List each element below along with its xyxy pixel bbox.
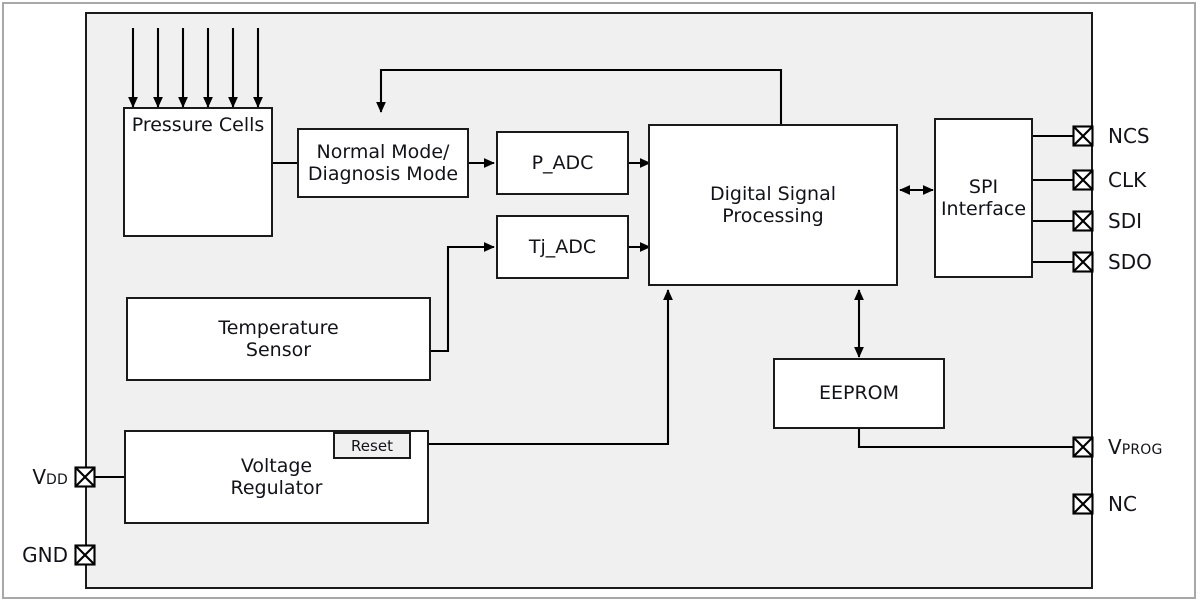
- block-mode-line1: Normal Mode/: [316, 140, 450, 163]
- pin-label-ncs: NCS: [1108, 126, 1150, 146]
- pin-vdd-base: V: [32, 465, 47, 489]
- pin-label-clk: CLK: [1108, 170, 1146, 190]
- pin-label-sdi: SDI: [1108, 211, 1142, 231]
- block-reset[interactable]: Reset: [333, 432, 411, 459]
- pin-label-gnd: GND: [0, 545, 68, 565]
- block-eeprom[interactable]: EEPROM: [773, 358, 945, 429]
- block-dsp[interactable]: Digital Signal Processing: [648, 124, 898, 286]
- pin-nc-base: NC: [1108, 492, 1137, 516]
- block-spi-interface[interactable]: SPI Interface: [934, 118, 1033, 278]
- pin-label-nc: NC: [1108, 494, 1137, 514]
- pin-ncs-base: NCS: [1108, 124, 1150, 148]
- block-tj-adc[interactable]: Tj_ADC: [496, 215, 629, 279]
- block-voltage-regulator-line2: Regulator: [230, 477, 323, 499]
- pin-clk-base: CLK: [1108, 168, 1147, 192]
- block-temp-sensor-line1: Temperature: [218, 316, 339, 339]
- pin-vprog-base: V: [1108, 435, 1122, 459]
- block-pressure-cells[interactable]: Pressure Cells: [123, 107, 273, 237]
- block-mode-line2: Diagnosis Mode: [307, 163, 459, 185]
- block-tj-adc-label: Tj_ADC: [528, 235, 597, 258]
- pin-vprog-sub: PROG: [1121, 442, 1163, 458]
- block-eeprom-label: EEPROM: [818, 382, 900, 405]
- pin-gnd-base: GND: [22, 543, 68, 567]
- block-p-adc[interactable]: P_ADC: [496, 131, 629, 195]
- block-reset-label: Reset: [351, 436, 393, 455]
- block-dsp-line2: Processing: [722, 205, 824, 227]
- block-spi-line1: SPI: [968, 175, 999, 198]
- block-mode[interactable]: Normal Mode/ Diagnosis Mode: [297, 128, 469, 198]
- block-temp-sensor-line2: Sensor: [245, 339, 312, 361]
- block-spi-line2: Interface: [940, 198, 1027, 220]
- pin-sdo-base: SDO: [1108, 250, 1152, 274]
- block-p-adc-label: P_ADC: [531, 151, 594, 174]
- block-temperature-sensor[interactable]: Temperature Sensor: [126, 297, 431, 381]
- pin-sdi-base: SDI: [1108, 209, 1142, 233]
- block-voltage-regulator-line1: Voltage: [240, 454, 313, 477]
- block-pressure-cells-label: Pressure Cells: [131, 114, 265, 136]
- pin-label-vdd: VDD: [0, 467, 68, 487]
- pin-vdd-sub: DD: [46, 472, 68, 488]
- pin-label-sdo: SDO: [1108, 252, 1152, 272]
- block-dsp-line1: Digital Signal: [709, 182, 837, 205]
- pin-label-vprog: VPROG: [1108, 437, 1163, 457]
